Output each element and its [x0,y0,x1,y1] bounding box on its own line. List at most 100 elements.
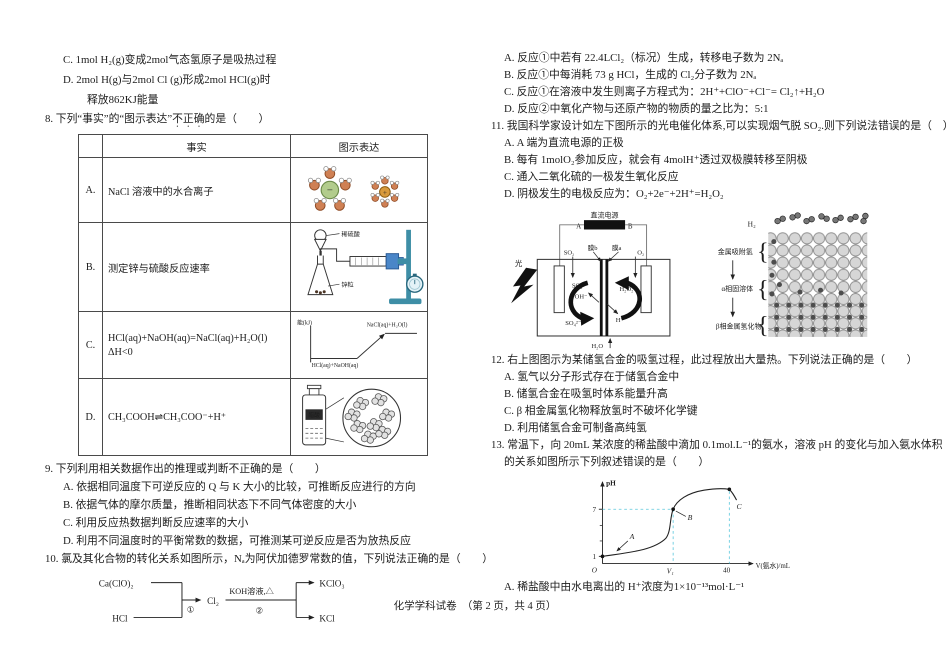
membrane-b-label: 膜b [588,243,599,252]
hydrogen-storage-figure: H₂ [716,212,869,339]
q8-header-blank [78,134,103,158]
dc-power-label: 直流电源 [591,210,619,219]
rate-apparatus-figure: 稀硫酸 锌粒 [307,229,424,305]
page-footer: 化学学科试卷 （第 2 页，共 4 页） [393,601,557,612]
alpha-phase-h-atoms [769,239,844,297]
q13-stem-line1: 13. 常温下，向 20mL 某浓度的稀盐酸中滴加 0.1mol.L⁻¹的氨水，… [491,439,943,451]
q10-option-d: D. 反应②中氧化产物与还原产物的物质的量之比为：5:1 [504,103,769,115]
q9-option-b: B. 依据气体的摩尔质量，推断相同状态下不同气体密度的大小 [63,499,357,511]
o2-inlet-label: O₂ [637,250,644,257]
point-b-label: B [688,513,693,522]
energy-diagram-figure: 能(kJ) NaCl(aq)+H₂O(l) HCl(aq)+NaOH(aq) [297,319,417,369]
q8-header-fact: 事实 [102,134,291,158]
q9-option-c: C. 利用反应热数据判断反应速率的大小 [63,517,249,529]
q8-stem-emphasis: 不正确 [172,113,205,125]
q8-row-c-label: C. [78,311,103,379]
q7-option-c: C. 1mol H₂(g)变成2mol气态氢原子是吸热过程 [63,54,277,66]
q8-row-b-fact: 测定锌与硫酸反应速率 [102,222,291,312]
q10-option-b: B. 反应①中每消耗 73 g HCl，生成的 Cl₂分子数为 2Nₐ [504,69,757,81]
adsorb-label: 金属吸附氢 [718,247,753,256]
point-a-label: A [629,532,635,541]
ph-axis-label: pH [606,480,616,488]
scheme-hcl: HCl [112,613,128,623]
right-column: A. 反应①中若有 22.4LCl₂（标况）生成，转移电子数为 2Nₐ B. 反… [487,50,950,596]
products-label: NaCl(aq)+H₂O(l) [367,322,408,329]
beta-hydride-region [768,301,868,337]
v1-tick: V₁ [667,568,674,576]
q8-row-a-fact: NaCl 溶液中的水合离子 [102,157,291,223]
water-label: H₂O [591,343,603,350]
q7-option-d: D. 2mol H(g)与2mol Cl (g)形成2mol HCl(g)时 [63,74,271,86]
q12-option-b: B. 储氢合金在吸氢时体系能量升高 [504,388,668,400]
q8-row-c-fact: HCl(aq)+NaOH(aq)=NaCl(aq)+H₂O(l) [108,332,268,344]
q7-option-d-cont: 释放862KJ能量 [87,94,159,106]
q11-stem: 11. 我国科学家设计如左下图所示的光电催化体系,可以实现烟气脱 SO₂.则下列… [491,120,950,132]
q8-table-header-row: 事实 图示表达 [78,134,428,158]
anion-minus-sign: − [327,185,333,196]
ph7-tick: 7 [593,506,597,514]
q8-row-b-label: B. [78,222,103,312]
q8-row-d-label: D. [78,378,103,456]
beta-label: β相金属氢化物 [716,322,762,331]
q12-stem: 12. 右上图图示为某储氢合金的吸氢过程，此过程放出大量热。下列说法正确的是（ … [491,354,918,366]
scheme-step2: ② [256,606,264,616]
brace-1: { [757,238,769,265]
scheme-step1: ① [187,605,195,615]
acetic-acid-figure: 醋酸 [302,384,402,448]
hydrated-ions-figure: − + [307,166,400,211]
sulfate-label: SO₄²⁻ [565,320,582,327]
q8-table: 事实 图示表达 A. NaCl 溶液中的水合离子 − [78,134,428,456]
q10-option-c: C. 反应①在溶液中发生则离子方程式为：2H⁺+ClO⁻+Cl⁻= Cl₂↑+H… [504,86,825,98]
q8-stem-pre: 8. 下列“事实”的“图示表达” [45,113,173,125]
reactants-label: HCl(aq)+NaOH(aq) [312,362,359,369]
q12-option-c: C. β 相金属氢化物释放氢时不破坏化学键 [504,405,698,417]
ph1-tick: 1 [593,553,597,561]
dilute-acid-label: 稀硫酸 [341,230,360,238]
scheme-koh-condition: KOH溶液,△ [229,586,274,596]
q8-row-a-label: A. [78,157,103,223]
brace-3: { [757,312,769,339]
q10-stem: 10. 氯及其化合物的转化关系如图所示，Nₐ为阿伏加德罗常数的值，下列说法正确的… [45,553,494,565]
chlorine-scheme-figure: Ca(ClO)₂ HCl ① Cl₂ KOH溶液,△ ② KClO₃ KCl [99,578,345,623]
q8-row-d: D. CH₃COOH⇌CH₃COO⁻+H⁺ 醋酸 [78,378,428,456]
brace-2: { [757,276,769,303]
lightning-bolt-icon [511,267,538,304]
q8-header-diagram: 图示表达 [290,134,428,158]
alpha-label: α相固溶体 [722,284,754,293]
photoelectro-cell-figure: 直流电源 A B SO₂ 膜b 膜a O₂ SO₃²⁻ [511,210,671,350]
scheme-cl2: Cl₂ [207,596,219,606]
terminal-a-label: A [576,223,581,231]
scheme-kcl: KCl [319,613,335,623]
cation-plus-sign: + [383,188,387,197]
terminal-b-label: B [628,223,633,231]
q13-stem-line2: 的关系如图所示下列叙述错误的是（ ） [504,456,710,468]
x-axis-label: V(氨水)/mL [756,561,790,570]
q13-option-a: A. 稀盐酸中由水电离出的 H⁺浓度为1×10⁻¹³mol·L⁻¹ [504,581,745,593]
q9-stem: 9. 下列利用相关数据作出的推理或判断不正确的是（ ） [45,463,326,475]
point-c-label: C [737,502,743,511]
q8-row-c: C. HCl(aq)+NaOH(aq)=NaCl(aq)+H₂O(l) ΔH<0… [78,311,428,379]
scheme-kclo3: KClO₃ [319,578,344,588]
q11-option-c: C. 通入二氧化硫的一极发生氧化反应 [504,171,679,183]
left-column: C. 1mol H₂(g)变成2mol气态氢原子是吸热过程 D. 2mol H(… [30,50,494,631]
q12-option-d: D. 利用储氢合金可制备高纯氢 [504,422,647,434]
proton-label: H⁺ [616,317,625,324]
q12-option-a: A. 氢气以分子形式存在于储氢合金中 [504,371,680,383]
membrane-a-label: 膜a [612,243,622,252]
so2-inlet-label: SO₂ [564,250,575,257]
q11-option-d: D. 阴极发生的电极反应为：O₂+2e⁻+2H⁺=H₂O₂ [504,188,724,200]
ph-titration-graph: pH 7 1 O A B C V₁ [592,480,790,576]
h2o2-label: H₂O₂ [619,286,633,293]
x40-tick: 40 [723,567,731,575]
q8-stem-post: 的是（ ） [204,113,270,125]
q11-option-a: A. A 端为直流电源的正极 [504,137,624,149]
q9-option-d: D. 利用不同温度时的平衡常数的数据，可推测某可逆反应是否为放热反应 [63,535,411,547]
q10-option-a: A. 反应①中若有 22.4LCl₂（标况）生成，转移电子数为 2Nₐ [504,52,784,64]
q8-row-d-fact: CH₃COOH⇌CH₃COO⁻+H⁺ [102,378,291,456]
q11-q12-figures: 直流电源 A B SO₂ 膜b 膜a O₂ SO₃²⁻ [509,208,942,350]
q8-row-b: B. 测定锌与硫酸反应速率 稀硫酸 [78,222,428,312]
q9-option-a: A. 依据相同温度下可逆反应的 Q 与 K 大小的比较，可推断反应进行的方向 [63,481,416,493]
q11-option-b: B. 每有 1molO₂参加反应，就会有 4molH⁺透过双极膜转移至阴极 [504,154,808,166]
zinc-label: 锌粒 [341,281,353,289]
